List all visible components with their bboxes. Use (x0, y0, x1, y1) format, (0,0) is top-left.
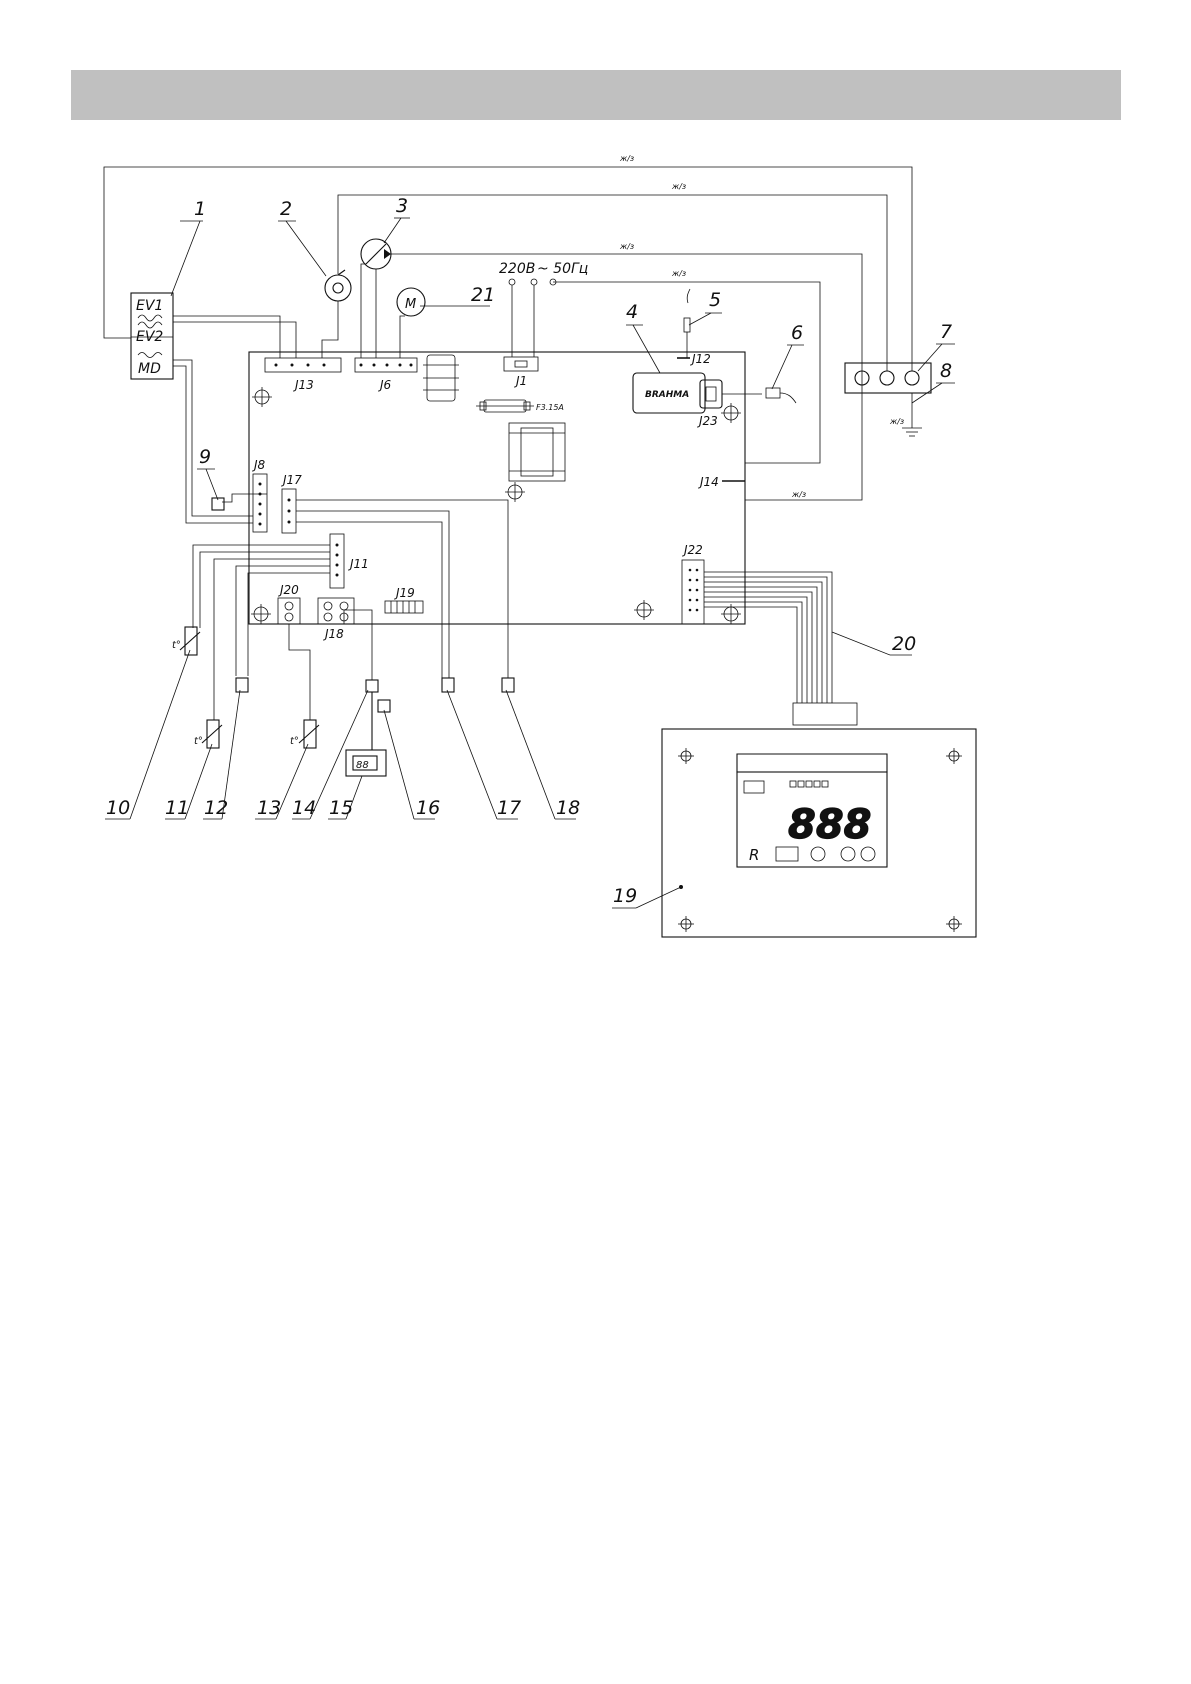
callout-17: 17 (497, 797, 521, 819)
callout-10: 10 (106, 797, 130, 819)
filter-choke (423, 354, 459, 402)
wire-earth-6: ж/з (889, 417, 904, 426)
callout-5: 5 (709, 289, 721, 311)
temp-symbol-13: t° (290, 736, 299, 747)
connector-j17 (281, 488, 297, 534)
callout-4: 4 (626, 301, 638, 323)
label-j12: J12 (690, 352, 711, 366)
callout-9: 9 (199, 446, 211, 468)
wire-earth-2: ж/з (671, 182, 686, 191)
connector-j11 (329, 533, 345, 589)
sensor-18 (501, 677, 515, 693)
connector-j1 (503, 356, 539, 372)
callout-20: 20 (892, 633, 916, 655)
fan (324, 269, 352, 302)
terminal-block (844, 362, 932, 394)
connector-j8 (252, 473, 268, 533)
sensor-17 (441, 677, 455, 693)
leader-lines (105, 217, 955, 909)
callout-13: 13 (257, 797, 281, 819)
mounting-holes (251, 387, 741, 624)
callout-3: 3 (396, 195, 408, 217)
valve-md-label: MD (138, 361, 161, 377)
label-j19: J19 (394, 586, 415, 600)
callout-11: 11 (165, 797, 189, 819)
motor (396, 287, 426, 317)
label-j18: J18 (323, 627, 344, 641)
connector-j6 (354, 357, 418, 373)
wire-earth-3: ж/з (619, 242, 634, 251)
callout-2: 2 (280, 198, 292, 220)
motor-label: M (405, 297, 416, 312)
transformer (508, 422, 566, 482)
temperature-sensor-10 (179, 626, 201, 656)
callout-14: 14 (292, 797, 316, 819)
label-j20: J20 (278, 583, 299, 597)
connector-j20 (277, 597, 301, 625)
small-display-digits: 88 (356, 760, 369, 771)
callout-16: 16 (416, 797, 440, 819)
sensor-6 (765, 387, 797, 404)
sensor-5 (683, 288, 691, 358)
label-j1: J1 (514, 374, 527, 388)
power-terminals (508, 278, 557, 357)
label-j14: J14 (698, 475, 719, 489)
power-voltage: 220В (499, 261, 535, 277)
connector-j22 (681, 559, 705, 625)
fuse-label: F3.15A (536, 403, 564, 412)
label-j11: J11 (348, 557, 369, 571)
ground-symbol (902, 393, 922, 437)
header-bar (71, 70, 1121, 120)
label-j6: J6 (378, 378, 392, 392)
sensor-12 (235, 677, 249, 693)
sensor-9 (211, 497, 225, 511)
valve-ev2-label: EV2 (136, 329, 163, 345)
label-j8: J8 (252, 458, 266, 472)
brahma-ignition-module (632, 372, 762, 414)
callout-1: 1 (194, 198, 206, 220)
valve-ev1-label: EV1 (136, 298, 163, 314)
wire-earth-1: ж/з (619, 154, 634, 163)
temperature-sensor-11 (201, 719, 223, 749)
brand-label: BRAHMA (645, 390, 689, 400)
callout-21: 21 (471, 284, 495, 306)
fuse (476, 399, 534, 413)
lower-wires (192, 493, 509, 720)
display-r-symbol: R (749, 846, 759, 864)
callout-8: 8 (940, 360, 952, 382)
connector-j19 (384, 600, 424, 614)
valve-wires (173, 263, 405, 524)
callout-18: 18 (556, 797, 580, 819)
callout-12: 12 (204, 797, 228, 819)
display-panel (661, 728, 977, 938)
display-module-15 (345, 749, 387, 777)
circulation-pump (360, 238, 392, 270)
label-j17: J17 (281, 473, 302, 487)
label-j13: J13 (293, 378, 314, 392)
wire-earth-4: ж/з (671, 269, 686, 278)
ribbon-cable (704, 571, 858, 726)
power-frequency: ~ 50Гц (537, 261, 588, 277)
label-j22: J22 (682, 543, 703, 557)
callout-7: 7 (940, 321, 952, 343)
switch-16 (371, 692, 391, 750)
control-board (248, 351, 746, 625)
connector-j13 (264, 357, 342, 373)
connector-j18 (317, 597, 355, 625)
temp-symbol-10: t° (172, 640, 181, 651)
temperature-sensor-13 (298, 719, 320, 749)
callout-19: 19 (613, 885, 637, 907)
temp-symbol-11: t° (194, 736, 203, 747)
label-j23: J23 (697, 414, 718, 428)
display-digits: 888 (788, 802, 872, 848)
callout-6: 6 (791, 322, 803, 344)
gas-valve-block (130, 292, 174, 380)
top-wires (103, 166, 913, 501)
callout-15: 15 (329, 797, 353, 819)
wire-earth-5: ж/з (791, 490, 806, 499)
